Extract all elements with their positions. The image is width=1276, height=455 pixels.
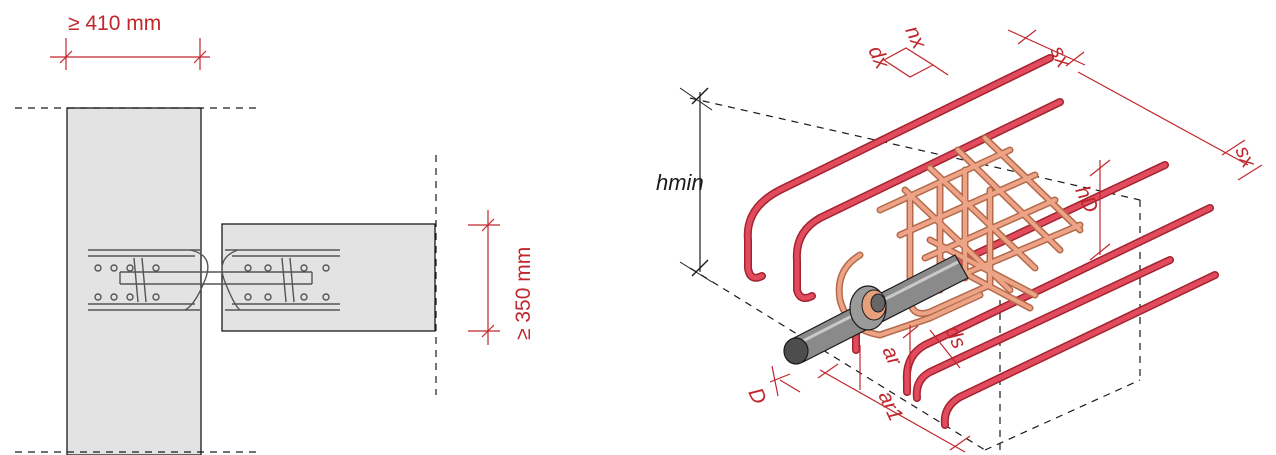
iso-view: hmin (656, 22, 1263, 453)
hmin-dimension: hmin (656, 87, 713, 283)
dx-label: dx (863, 42, 894, 73)
ar1-label: ar1 (873, 387, 907, 424)
width-label: ≥ 410 mm (68, 12, 161, 35)
slab-section (221, 223, 436, 332)
wall-reinforcement (88, 249, 212, 311)
slab-outline (689, 97, 1141, 451)
D-label: D (743, 384, 770, 407)
dowel (783, 254, 969, 365)
width-dimension: ≥ 410 mm (50, 12, 210, 70)
slab-reinforcement (212, 249, 340, 311)
height-dimension: ≥ 350 mm (468, 210, 535, 345)
sx-top-label: sx (1045, 42, 1075, 72)
hmin-label: hmin (656, 170, 704, 195)
height-label: ≥ 350 mm (512, 247, 535, 340)
wall-section (66, 107, 202, 455)
ar-label: ar (877, 342, 906, 370)
plan-view: ≥ 410 mm (15, 12, 535, 455)
